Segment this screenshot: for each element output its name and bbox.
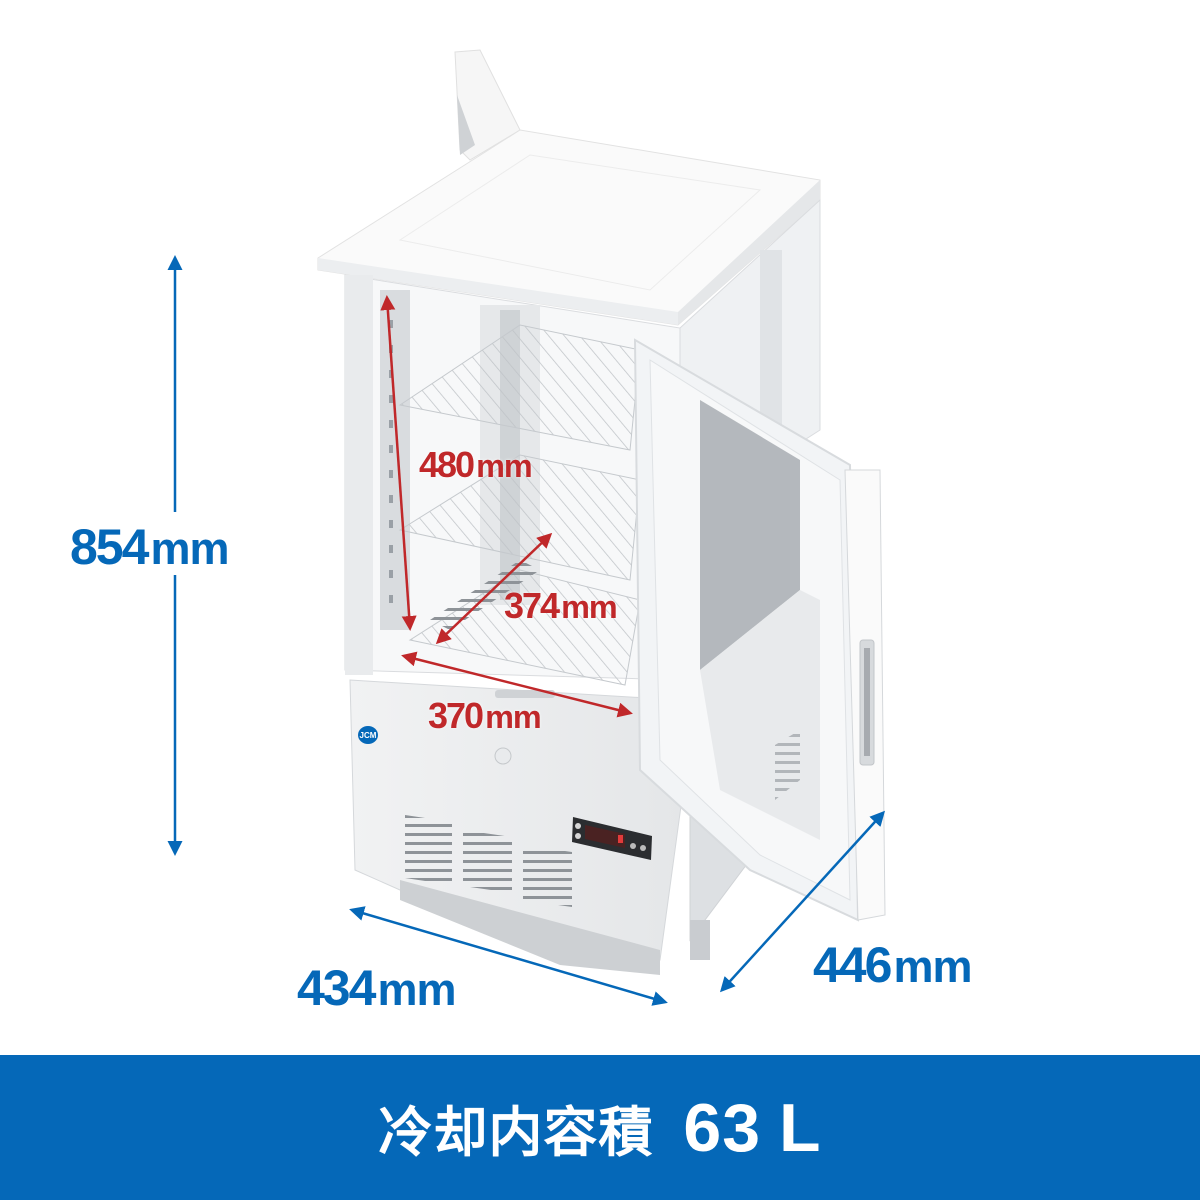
internal-depth-label: 374mm [504, 585, 618, 626]
external-depth-value: 446 [813, 937, 892, 993]
jcm-logo: JCM [358, 726, 378, 744]
external-width-unit: mm [377, 964, 456, 1015]
depth-arrow [719, 810, 886, 993]
glass-door [633, 338, 886, 922]
external-width-label: 434mm [297, 960, 456, 1016]
internal-height-unit: mm [476, 448, 533, 484]
external-height-label: 854mm [70, 519, 229, 575]
internal-depth-value: 374 [504, 585, 560, 626]
external-height-unit: mm [150, 523, 229, 574]
inner-depth-arrow [435, 532, 553, 645]
inner-width-arrow [401, 651, 633, 718]
temperature-controller [572, 817, 652, 860]
external-depth-label: 446mm [813, 937, 972, 993]
refrigerator-illustration: JCM [167, 49, 886, 1006]
internal-depth-unit: mm [561, 589, 618, 625]
internal-width-label: 370mm [428, 695, 542, 736]
capacity-unit: L [779, 1090, 822, 1166]
internal-height-label: 480mm [419, 444, 533, 485]
external-width-value: 434 [297, 960, 376, 1016]
capacity-label: 冷却内容積 [378, 1103, 654, 1163]
external-dimension-arrows [167, 255, 886, 1006]
inner-height-arrow [380, 295, 417, 631]
internal-height-value: 480 [419, 444, 475, 485]
external-depth-unit: mm [893, 941, 972, 992]
capacity-value: 63 [683, 1090, 762, 1166]
svg-text:JCM: JCM [360, 731, 377, 740]
width-arrow [349, 906, 668, 1006]
internal-width-value: 370 [428, 695, 484, 736]
rear-post [454, 49, 521, 161]
internal-dimension-arrows [380, 295, 633, 718]
top-lid [317, 129, 821, 326]
external-height-value: 854 [70, 519, 149, 575]
internal-width-unit: mm [485, 699, 542, 735]
